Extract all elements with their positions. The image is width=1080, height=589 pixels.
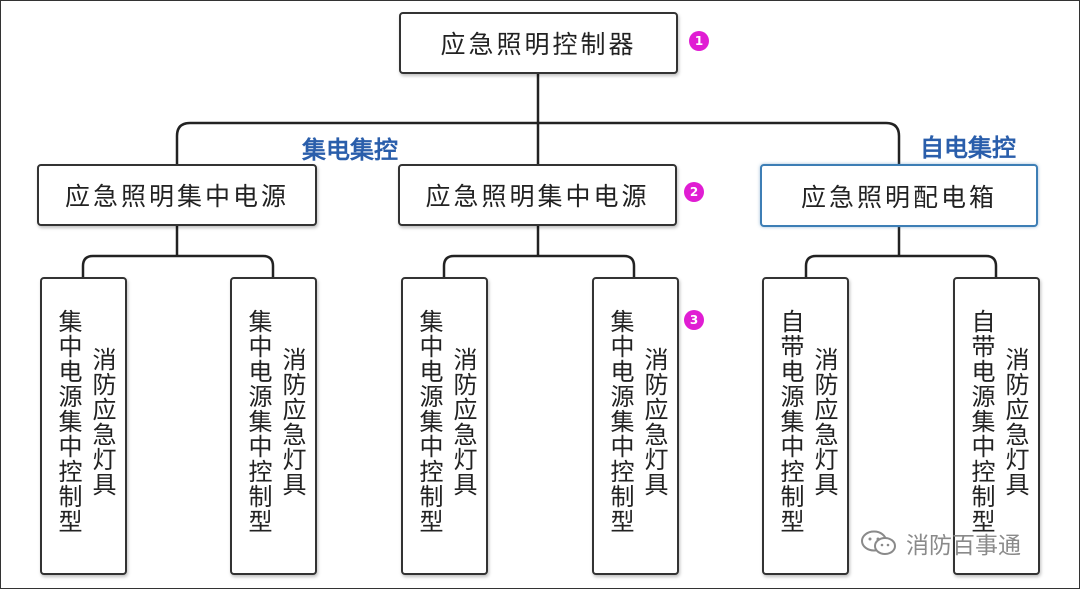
badge-1: 1: [689, 31, 709, 51]
mid-node-label: 应急照明集中电源: [425, 182, 650, 211]
mid-node-label: 应急照明集中电源: [64, 182, 289, 211]
watermark-text: 消防百事通: [906, 533, 1021, 559]
wechat-icon: [861, 530, 896, 555]
root-node-label: 应急照明控制器: [440, 30, 637, 59]
leaf-text-left: 集中电源集中控制型: [606, 309, 634, 534]
badge-3: 3: [684, 310, 704, 330]
mid-node-2: 应急照明集中电源: [398, 164, 677, 226]
leaf-text-left: 自带电源集中控制型: [967, 309, 995, 534]
watermark: 消防百事通: [860, 526, 1021, 560]
leaf-node-3: 消防应急灯具 集中电源集中控制型: [401, 277, 488, 575]
leaf-node-1: 消防应急灯具 集中电源集中控制型: [40, 277, 127, 575]
connector-group-3: [804, 254, 998, 277]
connector-group-1: [81, 254, 275, 277]
leaf-node-6: 消防应急灯具 自带电源集中控制型: [953, 277, 1040, 575]
root-node: 应急照明控制器: [399, 12, 678, 74]
mid-node-1: 应急照明集中电源: [37, 164, 317, 226]
mid-node-label: 应急照明配电箱: [800, 182, 997, 212]
leaf-node-2: 消防应急灯具 集中电源集中控制型: [230, 277, 317, 575]
leaf-text-left: 集中电源集中控制型: [54, 309, 82, 534]
leaf-text-right: 消防应急灯具: [278, 347, 306, 497]
badge-2: 2: [684, 182, 704, 202]
leaf-text-right: 消防应急灯具: [449, 347, 477, 497]
mid-node-3: 应急照明配电箱: [760, 164, 1038, 227]
leaf-text-right: 消防应急灯具: [810, 347, 838, 497]
connector-group-2: [442, 254, 636, 277]
leaf-text-right: 消防应急灯具: [640, 347, 668, 497]
leaf-text-left: 自带电源集中控制型: [776, 309, 804, 534]
leaf-text-left: 集中电源集中控制型: [415, 309, 443, 534]
connector-top-bus: [175, 121, 901, 164]
leaf-node-4: 消防应急灯具 集中电源集中控制型: [592, 277, 679, 575]
leaf-text-right: 消防应急灯具: [1001, 347, 1029, 497]
leaf-text-right: 消防应急灯具: [88, 347, 116, 497]
leaf-node-5: 消防应急灯具 自带电源集中控制型: [762, 277, 849, 575]
branch-label-left: 集电集控: [302, 136, 398, 164]
leaf-text-left: 集中电源集中控制型: [244, 309, 272, 534]
branch-label-right: 自电集控: [920, 134, 1016, 162]
